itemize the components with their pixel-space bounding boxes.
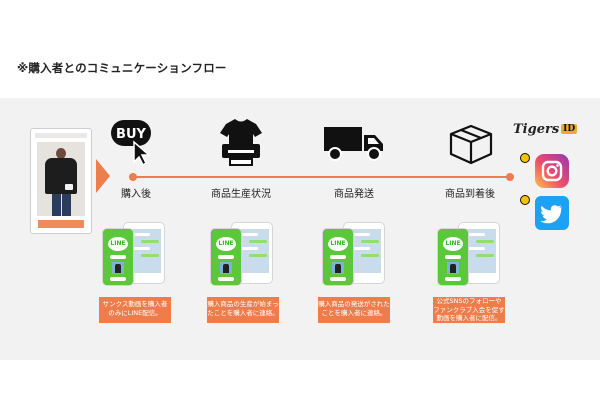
- line-logo: LINE: [328, 237, 348, 251]
- step-label-shipping: 商品発送: [334, 189, 374, 200]
- timeline-line: [133, 176, 511, 178]
- line-logo: LINE: [108, 237, 128, 251]
- tshirt-printer-icon: [220, 119, 262, 166]
- twitter-icon: [535, 196, 569, 230]
- flow-chevron-icon: [96, 159, 110, 193]
- url-bar: [35, 133, 87, 138]
- line-phone-mock: LINE: [437, 222, 500, 286]
- line-logo: LINE: [443, 237, 463, 251]
- product-page-phone: [30, 128, 92, 234]
- tigers-mark-icon: [520, 195, 530, 205]
- step-caption-production: 購入商品の生産が始まっ たことを購入者に連絡。: [207, 297, 279, 323]
- line-logo: LINE: [216, 237, 236, 251]
- step-caption-after-purchase: サンクス動画を購入者 のみにLINE配信。: [99, 297, 171, 323]
- step-label-production: 商品生産状況: [211, 189, 271, 200]
- step-caption-arrival: 公式SNSのフォローや ファンクラブ入会を促す 動画を購入者に配信。: [433, 297, 505, 323]
- page-title: ※購入者とのコミュニケーションフロー: [17, 61, 227, 75]
- tigers-mark-icon: [520, 153, 530, 163]
- timeline-start-dot: [129, 173, 137, 181]
- instagram-icon: [535, 154, 569, 188]
- product-photo: [37, 142, 85, 216]
- step-label-arrival: 商品到着後: [445, 189, 495, 200]
- purchase-button: [38, 220, 84, 228]
- buy-cursor-icon: BUY: [111, 120, 152, 166]
- step-label-after-purchase: 購入後: [121, 189, 151, 200]
- timeline-end-dot: [506, 173, 514, 181]
- line-phone-mock: LINE: [102, 222, 165, 286]
- package-box-icon: [449, 124, 493, 165]
- delivery-truck-icon: [324, 127, 383, 161]
- buy-icon-text: BUY: [116, 127, 146, 142]
- step-caption-shipping: 購入商品の発送がされた ことを購入者に連絡。: [318, 297, 390, 323]
- line-phone-mock: LINE: [322, 222, 385, 286]
- line-phone-mock: LINE: [210, 222, 273, 286]
